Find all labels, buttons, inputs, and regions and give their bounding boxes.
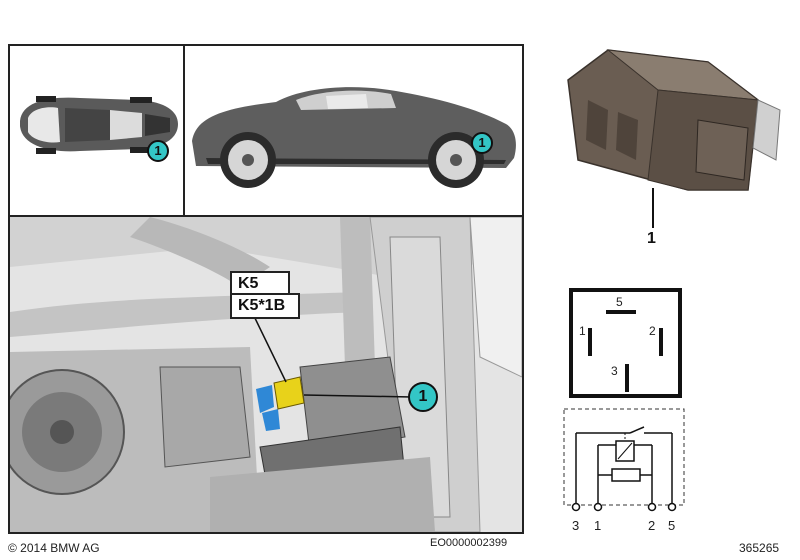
- relay-leader-line: [652, 188, 654, 228]
- terminal-label-1: 1: [594, 518, 602, 533]
- relay-code-label: K5*1B: [230, 293, 300, 319]
- terminal-label-3: 3: [572, 518, 580, 533]
- pin-label-1: 1: [579, 324, 586, 338]
- side-view-callout: 1: [471, 132, 493, 154]
- pin-label-5: 5: [616, 295, 623, 309]
- terminal-label-5: 5: [668, 518, 676, 533]
- detail-callout: 1: [408, 382, 438, 412]
- car-top-view: [20, 96, 178, 154]
- pin-label-2: 2: [649, 324, 656, 338]
- relay-part-number: 1: [647, 230, 656, 247]
- relay-circuit-schematic: [563, 408, 685, 512]
- diagram-frame: [8, 44, 524, 534]
- pin-label-3: 3: [611, 364, 618, 378]
- relay-component-image: [567, 49, 781, 191]
- frame-divider-horizontal: [8, 215, 524, 217]
- pin-1-blade: [588, 328, 592, 356]
- copyright-text: © 2014 BMW AG: [8, 541, 100, 555]
- pin-2-blade: [659, 328, 663, 356]
- engine-bay-detail: [10, 217, 522, 532]
- image-number: 365265: [739, 541, 780, 555]
- pin-5-blade: [606, 310, 636, 314]
- top-view-callout: 1: [147, 140, 169, 162]
- pin-3-blade: [625, 364, 629, 392]
- frame-divider-vertical: [183, 44, 185, 216]
- car-side-view: [192, 87, 516, 188]
- pinout-diagram: 5 1 2 3: [569, 288, 682, 398]
- drawing-code: EO0000002399: [430, 537, 508, 549]
- terminal-label-2: 2: [648, 518, 656, 533]
